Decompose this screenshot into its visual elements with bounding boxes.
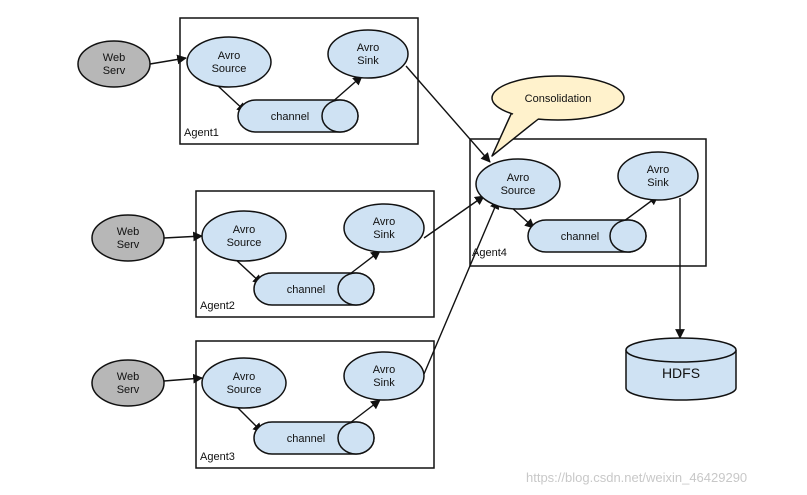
agent1-avro-sink: Avro Sink	[327, 29, 409, 79]
web-server-2: Web Serv	[91, 214, 165, 262]
svg-text:channel: channel	[287, 433, 326, 445]
edge-source3-channel3	[233, 403, 263, 433]
svg-text:HDFS: HDFS	[662, 365, 700, 381]
agent2-channel: channel	[253, 272, 375, 306]
watermark: https://blog.csdn.net/weixin_46429290	[526, 470, 747, 485]
agent1-channel: channel	[237, 99, 359, 133]
agent4-avro-source: Avro Source	[475, 158, 561, 210]
agent2-box	[195, 190, 435, 318]
svg-text:Sink: Sink	[357, 55, 379, 67]
edge-web2-source2	[163, 231, 203, 242]
svg-text:channel: channel	[561, 231, 600, 243]
svg-text:Avro: Avro	[218, 50, 240, 62]
web-server-3: Web Serv	[91, 359, 165, 407]
agent4-avro-sink: Avro Sink	[617, 151, 699, 201]
svg-text:Avro: Avro	[373, 364, 395, 376]
svg-text:Consolidation: Consolidation	[525, 93, 592, 105]
hdfs-storage: HDFS	[625, 337, 737, 401]
agent1-avro-source: Avro Source	[186, 36, 272, 88]
agent2-label: Agent2	[200, 300, 235, 312]
agent2-avro-sink: Avro Sink	[343, 203, 425, 253]
edge-sink2-source4	[423, 195, 485, 239]
svg-text:Avro: Avro	[233, 371, 255, 383]
agent4-label: Agent4	[472, 247, 507, 259]
svg-text:Serv: Serv	[103, 65, 126, 77]
svg-text:Source: Source	[227, 384, 262, 396]
svg-text:Source: Source	[212, 63, 247, 75]
svg-text:Avro: Avro	[357, 42, 379, 54]
svg-text:channel: channel	[271, 111, 310, 123]
svg-text:Sink: Sink	[647, 177, 669, 189]
agent3-box	[195, 340, 435, 469]
svg-text:channel: channel	[287, 284, 326, 296]
svg-text:Avro: Avro	[373, 216, 395, 228]
svg-text:Sink: Sink	[373, 229, 395, 241]
svg-text:Serv: Serv	[117, 384, 140, 396]
edge-web1-source1	[149, 54, 187, 65]
web-server-1: Web Serv	[77, 40, 151, 88]
svg-text:Avro: Avro	[507, 172, 529, 184]
svg-text:Sink: Sink	[373, 377, 395, 389]
edge-web3-source3	[163, 373, 203, 384]
svg-text:Web: Web	[117, 371, 139, 383]
agent3-avro-source: Avro Source	[201, 357, 287, 409]
agent4-channel: channel	[527, 219, 647, 253]
agent1-box	[179, 17, 419, 145]
svg-text:Avro: Avro	[233, 224, 255, 236]
agent3-channel: channel	[253, 421, 375, 455]
edge-sink1-source4	[405, 65, 491, 163]
edge-source4-channel4	[509, 205, 535, 229]
svg-text:Source: Source	[501, 185, 536, 197]
svg-text:Web: Web	[103, 52, 125, 64]
agent3-label: Agent3	[200, 451, 235, 463]
agent1-label: Agent1	[184, 127, 219, 139]
agent2-avro-source: Avro Source	[201, 210, 287, 262]
edge-sink3-source4	[423, 199, 500, 375]
svg-text:Web: Web	[117, 226, 139, 238]
svg-text:Source: Source	[227, 237, 262, 249]
agent4-box	[469, 138, 707, 267]
svg-text:Avro: Avro	[647, 164, 669, 176]
consolidation-callout: Consolidation	[491, 75, 625, 157]
svg-text:Serv: Serv	[117, 239, 140, 251]
agent3-avro-sink: Avro Sink	[343, 351, 425, 401]
